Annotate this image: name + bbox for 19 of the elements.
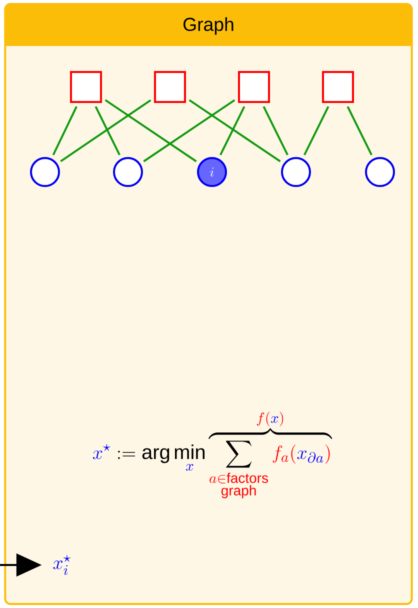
connector-line [60,99,152,162]
variable-circle [30,157,60,187]
connector-line [52,106,78,156]
connector-line [262,106,288,156]
connector-line [104,99,197,162]
connector-line [220,106,246,156]
factor-square [322,71,354,103]
connector-line [346,106,372,156]
factor-square [70,71,102,103]
variable-label: $x_i^\star$ [53,554,71,575]
connector-line [94,106,120,156]
factor-square [238,71,270,103]
formula: $\textcolor{blue}{x^\star} := \arg\min_{\textcolor{blue}{x}} \overbrace{\sum_{\textcolor{red}{\substack{a\in\text{\textsf{factors}}\\ \text{\textsf{graph}}}}} \textcolor{red}{f_a(}\textcolor{blue}{x_{\partial a}}\textcolor{red}{)}}^{\textcolor{red}{f(}\textcolor{blue}{x}\textcolor{red}{)}}$ [92,412,332,498]
factor-square [154,71,186,103]
connector-line [143,99,236,162]
connector-line [188,99,281,162]
connector-line [304,106,330,156]
variable-circle [281,157,311,187]
variable-circle [365,157,395,187]
